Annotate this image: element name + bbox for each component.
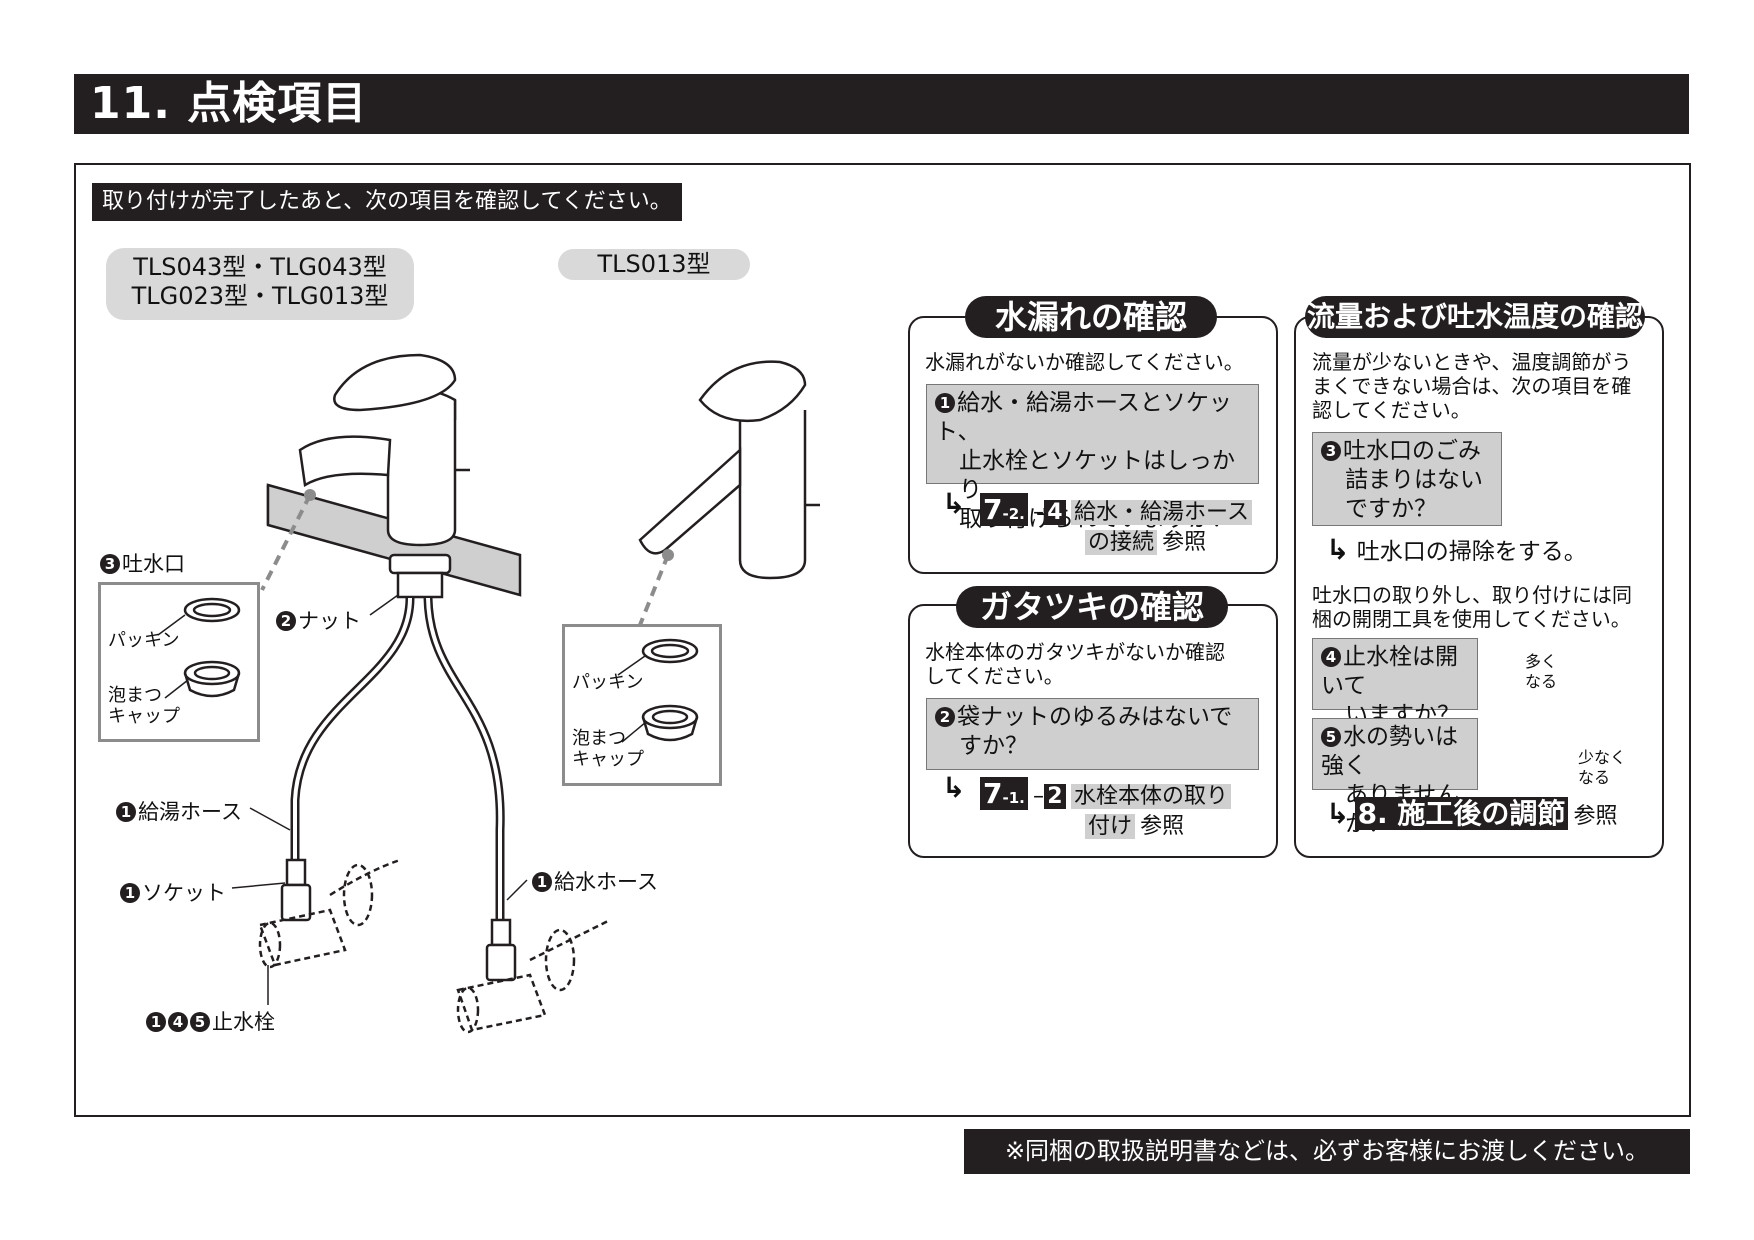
- flow-check-text: 流量が少ないときや、温度調節がう まくできない場合は、次の項目を確 認してくださ…: [1312, 350, 1632, 422]
- flow-ref-arrow-icon: ↳: [1326, 797, 1350, 830]
- leak-check-title: 水漏れの確認: [965, 296, 1217, 338]
- aerator-label-a: 泡まつ キャップ: [108, 685, 180, 727]
- model-label-group-b: TLS013型: [558, 249, 750, 280]
- more-flow-label: 多く なる: [1525, 652, 1558, 691]
- leak-ref-arrow-icon: ↳: [942, 487, 966, 520]
- wobble-check-text: 水栓本体のガタツキがないか確認 してください。: [925, 640, 1225, 688]
- wobble-ref-arrow-icon: ↳: [942, 771, 966, 804]
- gasket-label-b: パッキン: [572, 672, 644, 693]
- model-line-2: TLG023型・TLG013型: [131, 282, 389, 310]
- flow-ref-link[interactable]: ↳ 8. 施工後の調節 参照: [1326, 797, 1618, 830]
- footer-note: ※同梱の取扱説明書などは、必ずお客様にお渡しください。: [964, 1129, 1690, 1174]
- flow-tool-note: 吐水口の取り外し、取り付けには同 梱の開閉工具を使用してください。: [1312, 583, 1632, 631]
- leak-check-item: 1給水・給湯ホースとソケット、 止水栓とソケットはしっかり 取り付けられています…: [926, 384, 1259, 532]
- flow-check-title: 流量および吐水温度の確認: [1305, 296, 1645, 338]
- wobble-ref-line2: 付け 参照: [1085, 808, 1184, 840]
- spout-parts-box-a: [98, 582, 260, 742]
- title-bar: [74, 74, 1689, 134]
- leak-ref-line2: の接続 参照: [1085, 524, 1206, 556]
- wobble-check-title: ガタツキの確認: [956, 586, 1228, 628]
- intro-banner: 取り付けが完了したあと、次の項目を確認してください。: [92, 183, 682, 221]
- spout-parts-box-b: [562, 624, 722, 786]
- aerator-label-b: 泡まつ キャップ: [572, 728, 644, 770]
- gasket-label-a: パッキン: [108, 630, 180, 651]
- leak-check-text: 水漏れがないか確認してください。: [925, 350, 1244, 374]
- leak-ref-link[interactable]: 7-2. –4 給水・給湯ホース: [980, 493, 1252, 530]
- flow-clean-instruction: ↳ 吐水口の掃除をする。: [1326, 533, 1587, 566]
- model-line-1: TLS043型・TLG043型: [133, 253, 387, 281]
- main-frame: [74, 163, 1691, 1117]
- model-label-group-a: TLS043型・TLG043型 TLG023型・TLG013型: [106, 248, 414, 320]
- less-flow-label: 少なく なる: [1578, 748, 1627, 787]
- wobble-ref-link[interactable]: 7-1. –2 水栓本体の取り: [980, 777, 1232, 814]
- clean-arrow-icon: ↳: [1326, 533, 1350, 566]
- page-title: 11. 点検項目: [90, 78, 368, 129]
